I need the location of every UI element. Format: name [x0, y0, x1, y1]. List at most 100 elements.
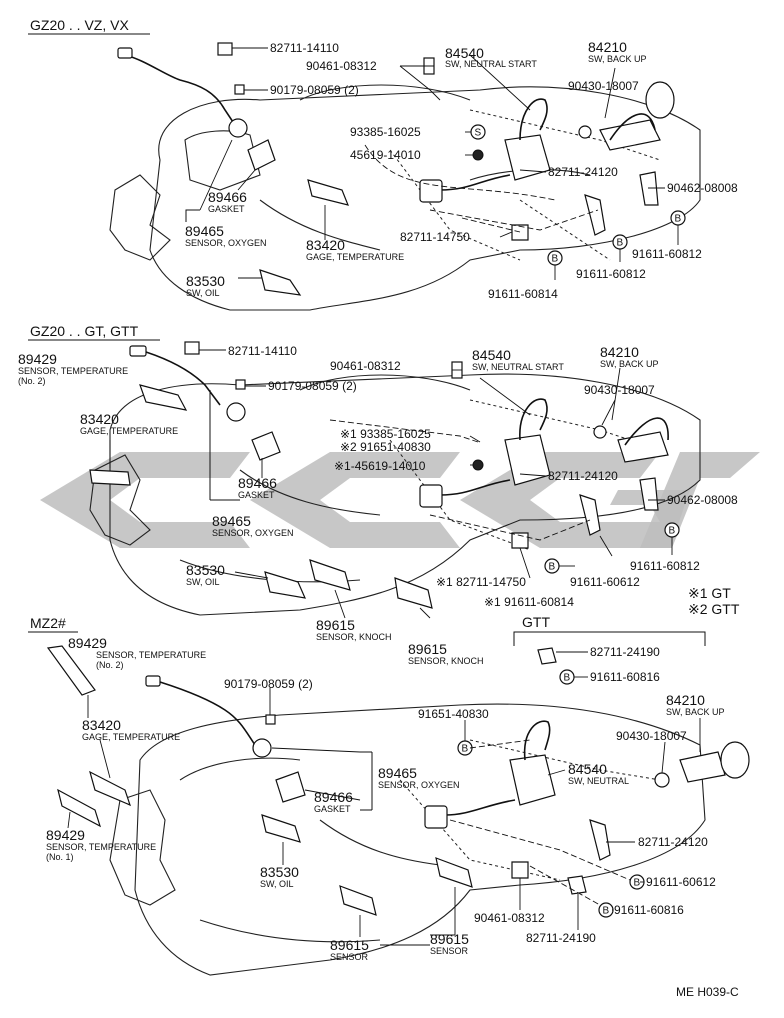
label-45619-s1: 45619-14010	[350, 148, 421, 162]
neutral-start-switch-84540-s1	[419, 98, 551, 203]
backup-switch-84210-s2	[617, 417, 669, 463]
oxygen-sensor-wire-s3	[145, 675, 272, 758]
knock-sensor-89615a-s2	[309, 559, 351, 591]
gasket-89466-s2	[251, 431, 281, 461]
nut-90179-s1	[234, 84, 245, 95]
clamp-82711-14110-s1	[217, 42, 233, 56]
note-89429-s2: (No. 2)	[18, 376, 46, 386]
label-89615a-s3: 89615	[330, 937, 369, 953]
label-82711-14750-s2: ※1 82711-14750	[436, 575, 526, 589]
desc-84210-s3: SW, BACK UP	[666, 707, 725, 717]
section-header-gz20-gt-gtt: GZ20 . . GT, GTT	[30, 323, 139, 339]
leaders-s1	[185, 47, 679, 280]
svg-text:B: B	[564, 673, 571, 684]
label-90462-s1: 90462-08008	[667, 181, 738, 195]
gasket-89466-s3	[275, 771, 306, 803]
nut-45619-s1	[472, 149, 484, 161]
label-89615b-s2: 89615	[408, 641, 447, 657]
label-93385-s1: 93385-16025	[350, 125, 421, 139]
temp-sensor-89429-s2	[129, 345, 221, 406]
label-89466-s3: 89466	[314, 789, 353, 805]
bubble-b-91651-s3: B	[457, 740, 473, 756]
backup-switch-84210-s3	[679, 741, 750, 783]
desc-84210-s1: SW, BACK UP	[588, 54, 647, 64]
label-89465-s3: 89465	[378, 765, 417, 781]
desc-84540-s2: SW, NEUTRAL START	[472, 362, 564, 372]
bolt-90461-s3	[511, 861, 529, 879]
label-89615b-s3: 89615	[430, 931, 469, 947]
clamp-82711-14110-s2	[184, 341, 200, 355]
label-90179-s2: 90179-08059 (2)	[268, 379, 357, 393]
label-84210-s2: 84210	[600, 344, 639, 360]
neutral-switch-84540-s3	[424, 720, 556, 829]
svg-text:S: S	[475, 128, 482, 139]
label-91611-60816-gtt: 91611-60816	[590, 670, 660, 684]
label-90461-08312-s2: 90461-08312	[330, 359, 401, 373]
gasket-90430-s2	[593, 425, 607, 439]
label-91611-60816-s3: 91611-60816	[614, 903, 684, 917]
label-89466-s1: 89466	[208, 189, 247, 205]
oil-switch-83530-s2	[264, 571, 306, 599]
label-45619-s2: ※1-45619-14010	[334, 459, 426, 473]
oxygen-sensor-wire-s1	[117, 47, 248, 138]
svg-text:B: B	[617, 238, 624, 249]
clamp-82711-14750-s2	[511, 532, 529, 549]
label-90430-s1: 90430-18007	[568, 79, 639, 93]
label-89429b-s3: 89429	[46, 827, 85, 843]
legend-gtt: ※2 GTT	[688, 601, 740, 617]
desc-89429b-s3: SENSOR, TEMPERATURE	[46, 842, 156, 852]
label-84210-s1: 84210	[588, 39, 627, 55]
clamp-90462-s1	[639, 171, 659, 206]
svg-text:B: B	[462, 744, 469, 755]
desc-89465-s3: SENSOR, OXYGEN	[378, 780, 460, 790]
sensor-89615a-s3	[339, 885, 377, 916]
bubble-b-90462-s1: B	[670, 210, 686, 226]
label-91611-60812-s2: 91611-60812	[630, 559, 700, 573]
label-83420-s3: 83420	[82, 717, 121, 733]
label-91611-60814-s1: 91611-60814	[488, 287, 558, 301]
legend-gt: ※1 GT	[688, 585, 731, 601]
svg-text:B: B	[549, 562, 556, 573]
label-83420-s2: 83420	[80, 411, 119, 427]
clamp-82711-14750-s1	[511, 224, 529, 241]
label-90179-s3: 90179-08059 (2)	[224, 677, 313, 691]
label-91651-s3: 91651-40830	[418, 707, 489, 721]
section-gz20-vz-vx: GZ20 . . VZ, VX	[28, 17, 738, 311]
clamp-82711-24190-gtt	[537, 647, 557, 665]
label-83420-s1: 83420	[306, 237, 345, 253]
oil-switch-83530-s1	[259, 269, 302, 296]
nut-45619-s2	[472, 459, 484, 471]
knock-sensor-89615b-s2	[394, 577, 433, 609]
clamp-82711-24120-s1	[584, 194, 606, 236]
desc-83420-s2: GAGE, TEMPERATURE	[80, 426, 178, 436]
section-header-mz2: MZ2#	[30, 615, 66, 631]
note-89429b-s3: (No. 1)	[46, 852, 74, 862]
gasket-90430-s1	[578, 125, 592, 139]
desc-89615b-s2: SENSOR, KNOCH	[408, 656, 484, 666]
label-84210-s3: 84210	[666, 692, 705, 708]
label-82711-14110-s2: 82711-14110	[228, 344, 297, 358]
desc-83530-s2: SW, OIL	[186, 577, 220, 587]
label-83530-s1: 83530	[186, 273, 225, 289]
label-82711-14110-s1: 82711-14110	[270, 41, 339, 55]
label-82711-24120-s1: 82711-24120	[548, 165, 618, 179]
bubble-b-91611-60816-gtt: B	[559, 669, 575, 685]
desc-83420-s1: GAGE, TEMPERATURE	[306, 252, 404, 262]
bubble-b-91611-a-s1: B	[612, 234, 628, 250]
temp-gage-83420-s3	[89, 770, 131, 807]
desc-84540-s3: SW, NEUTRAL	[568, 776, 629, 786]
label-89465-s1: 89465	[185, 223, 224, 239]
svg-text:B: B	[675, 214, 682, 225]
label-90461-08312-s1: 90461-08312	[306, 59, 377, 73]
label-83530-s3: 83530	[260, 864, 299, 880]
sensor-89615b-s3	[435, 857, 473, 888]
svg-text:B: B	[603, 906, 610, 917]
gasket-90430-s3	[654, 772, 670, 788]
temp-gage-83420-s1	[307, 179, 349, 206]
clamp-82711-24190-s3	[567, 875, 587, 895]
label-89466-s2: 89466	[238, 475, 277, 491]
watermark-logo	[40, 452, 760, 548]
engine-outline-s3	[109, 703, 706, 976]
nut-90179-s3	[265, 714, 276, 725]
desc-89466-s2: GASKET	[238, 490, 275, 500]
